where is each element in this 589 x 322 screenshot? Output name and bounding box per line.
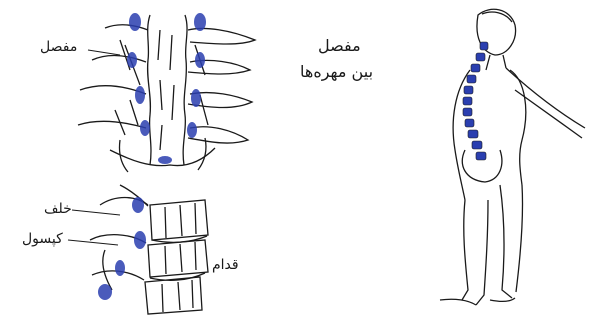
lateral-joint-highlights <box>98 197 146 300</box>
label-joint-title: مفصل <box>318 38 361 54</box>
label-front: قدام <box>212 258 239 272</box>
label-capsule: کپسول <box>22 232 63 246</box>
posterior-vertebrae-view <box>78 15 255 172</box>
posterior-joint-highlights <box>127 13 206 164</box>
back-pointer-line <box>72 210 120 215</box>
capsule-pointer-line <box>68 240 118 245</box>
label-back: خلف <box>44 202 72 216</box>
human-figure <box>440 9 585 305</box>
joint-pointer-line <box>88 50 120 55</box>
label-joint-subtitle: بین مهره‌ها <box>300 64 373 80</box>
figure-spine <box>463 42 488 160</box>
label-joint-left: مفصل <box>40 40 77 54</box>
